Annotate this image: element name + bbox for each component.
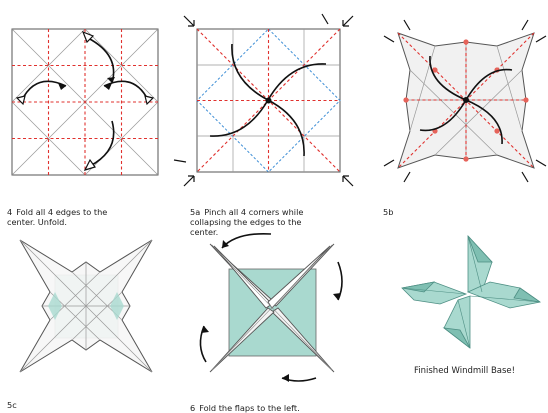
step-5c-caption: 5c: [7, 390, 67, 410]
step-number: 4: [7, 207, 13, 217]
valley-fold-arrow-icon: [144, 95, 155, 106]
step-number: 5c: [7, 400, 17, 410]
step-number: 5a: [190, 207, 201, 217]
step-5a-swirl-arrows: [209, 43, 327, 157]
step-4-arrow-heads: [15, 30, 155, 171]
corner-pinch-arrow-icon: [383, 19, 547, 183]
valley-fold-arrow-icon: [15, 95, 26, 106]
step-text: Pinch all 4 corners while collapsing the…: [190, 207, 304, 237]
step-5b-pinch-dots: [403, 39, 529, 162]
valley-fold-arrow-icon: [83, 158, 96, 171]
valley-fold-arrow-icon: [81, 30, 95, 44]
corner-pinch-arrow-icon: [173, 13, 354, 187]
step-5b-swirl-arrows: [419, 55, 513, 145]
step-4-valley-creases: [12, 29, 158, 175]
curved-arrow-icon: [89, 120, 115, 167]
step-text: Fold all 4 edges to the center. Unfold.: [7, 207, 108, 227]
step-number: 6: [190, 403, 196, 413]
step-5b-caption: 5b: [383, 197, 443, 217]
step-text: Fold the flaps to the left.: [199, 403, 300, 413]
windmill-blades: [401, 234, 541, 349]
finished-caption: Finished Windmill Base!: [414, 366, 516, 376]
step-number: 5b: [383, 207, 394, 217]
